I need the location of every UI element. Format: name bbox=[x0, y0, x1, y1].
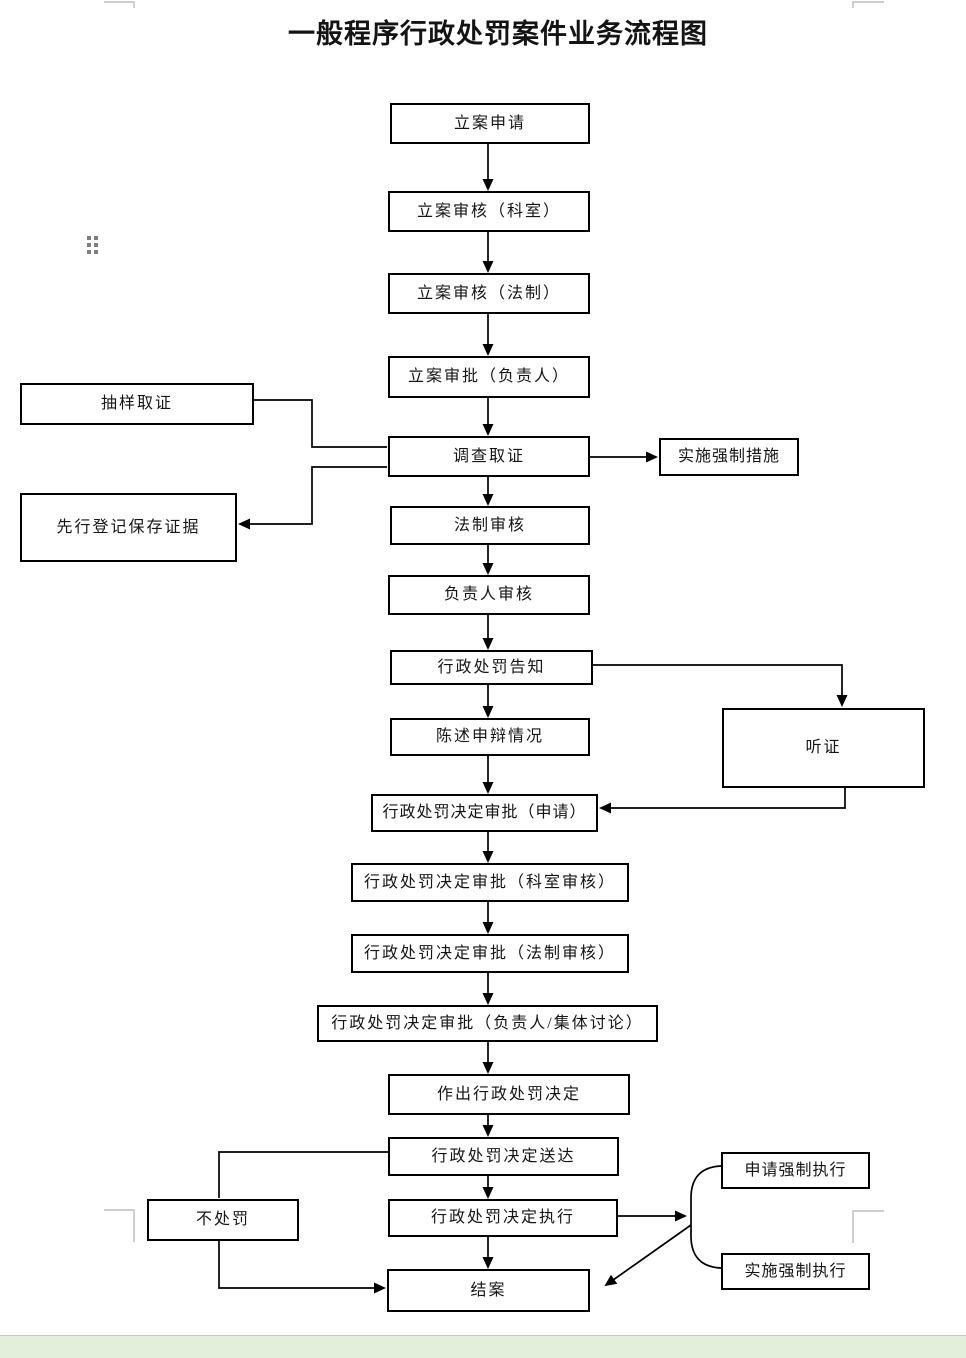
flow-node-decision-execution: 行政处罚决定执行 bbox=[388, 1199, 618, 1237]
flow-node-penalty-notice: 行政处罚告知 bbox=[390, 650, 593, 685]
flow-node-hearing: 听证 bbox=[722, 708, 925, 788]
flow-node-investigation: 调查取证 bbox=[388, 436, 590, 477]
page-title: 一般程序行政处罚案件业务流程图 bbox=[288, 19, 708, 49]
flow-node-statement-defense: 陈述申辩情况 bbox=[390, 718, 590, 756]
node-label: 先行登记保存证据 bbox=[56, 518, 201, 536]
node-label: 行政处罚决定审批（负责人/集体讨论） bbox=[331, 1014, 644, 1032]
node-label: 实施强制措施 bbox=[677, 448, 780, 466]
node-label: 负责人审核 bbox=[443, 586, 534, 604]
node-label: 行政处罚决定审批（科室审核） bbox=[363, 873, 616, 891]
node-label: 行政处罚告知 bbox=[437, 658, 546, 676]
drag-handle-icon[interactable] bbox=[87, 236, 98, 254]
flow-node-apply-compulsory-execution: 申请强制执行 bbox=[721, 1152, 870, 1189]
node-label: 行政处罚决定审批（法制审核） bbox=[363, 944, 616, 962]
flow-node-no-penalty: 不处罚 bbox=[147, 1199, 299, 1241]
node-label: 立案审核（法制） bbox=[416, 284, 561, 302]
node-label: 法制审核 bbox=[453, 516, 526, 534]
node-label: 调查取证 bbox=[452, 447, 525, 465]
node-label: 立案申请 bbox=[453, 114, 526, 132]
node-label: 作出行政处罚决定 bbox=[436, 1085, 581, 1103]
flow-node-filing-approval-head: 立案审批（负责人） bbox=[388, 356, 590, 398]
node-label: 立案审批（负责人） bbox=[407, 368, 570, 386]
flow-node-decision-approval-request: 行政处罚决定审批（申请） bbox=[371, 794, 598, 832]
node-label: 申请强制执行 bbox=[744, 1161, 847, 1179]
flow-node-filing-review-legal: 立案审核（法制） bbox=[388, 273, 590, 314]
page-corner-marks bbox=[104, 1, 884, 1243]
flow-node-sampling-evidence: 抽样取证 bbox=[20, 383, 254, 425]
window-bottom-bar bbox=[0, 1335, 966, 1358]
flow-node-implement-compulsory-execution: 实施强制执行 bbox=[721, 1253, 870, 1290]
node-label: 行政处罚决定送达 bbox=[431, 1147, 576, 1165]
branch-connectors bbox=[218, 399, 848, 1294]
flow-node-filing-review-dept: 立案审核（科室） bbox=[388, 191, 590, 232]
node-label: 抽样取证 bbox=[100, 395, 173, 413]
flow-node-case-closed: 结案 bbox=[387, 1269, 590, 1312]
flow-node-filing-request: 立案申请 bbox=[390, 103, 590, 144]
flow-node-make-decision: 作出行政处罚决定 bbox=[388, 1074, 630, 1115]
node-label: 实施强制执行 bbox=[744, 1262, 847, 1280]
flow-node-prior-registration: 先行登记保存证据 bbox=[20, 493, 237, 562]
flow-node-decision-approval-head: 行政处罚决定审批（负责人/集体讨论） bbox=[317, 1005, 658, 1042]
node-label: 听证 bbox=[805, 739, 842, 757]
flow-node-decision-approval-legal: 行政处罚决定审批（法制审核） bbox=[351, 934, 629, 973]
node-label: 结案 bbox=[470, 1281, 507, 1299]
node-label: 行政处罚决定审批（申请） bbox=[382, 804, 587, 822]
node-label: 立案审核（科室） bbox=[416, 202, 561, 220]
node-label: 不处罚 bbox=[195, 1211, 250, 1229]
flow-node-head-review: 负责人审核 bbox=[388, 575, 590, 615]
flow-node-decision-delivery: 行政处罚决定送达 bbox=[388, 1137, 619, 1176]
flow-node-legal-review: 法制审核 bbox=[390, 506, 590, 545]
flow-node-decision-approval-dept: 行政处罚决定审批（科室审核） bbox=[351, 863, 629, 902]
node-label: 行政处罚决定执行 bbox=[430, 1209, 575, 1227]
node-label: 陈述申辩情况 bbox=[435, 728, 544, 746]
flow-node-compulsory-measures: 实施强制措施 bbox=[659, 438, 799, 476]
